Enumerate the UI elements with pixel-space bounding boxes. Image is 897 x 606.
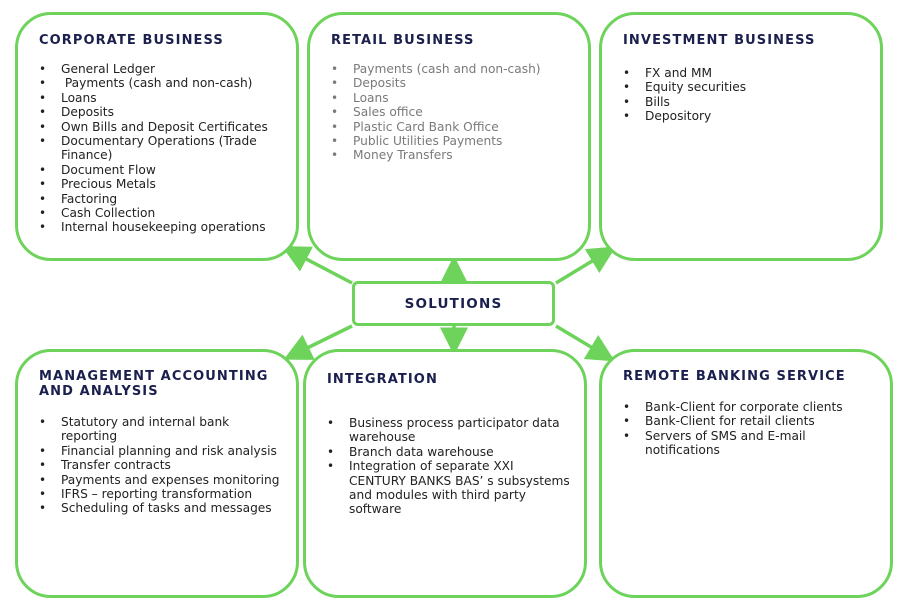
investment-business-box: INVESTMENT BUSINESS FX and MM Equity sec… (599, 12, 883, 261)
corporate-business-title: CORPORATE BUSINESS (39, 33, 224, 48)
list-item: Money Transfers (331, 148, 581, 163)
list-item: Bank-Client for retail clients (623, 414, 883, 429)
list-item: Statutory and internal bank reporting (39, 415, 289, 444)
list-item: Sales office (331, 105, 581, 120)
remote-banking-title: REMOTE BANKING SERVICE (623, 369, 846, 384)
list-item: Factoring (39, 192, 289, 207)
management-accounting-list: Statutory and internal bank reporting Fi… (39, 415, 289, 516)
investment-business-title: INVESTMENT BUSINESS (623, 33, 816, 48)
list-item: Branch data warehouse (327, 445, 572, 460)
list-item: FX and MM (623, 66, 873, 81)
remote-banking-box: REMOTE BANKING SERVICE Bank-Client for c… (599, 349, 893, 598)
list-item: Payments (cash and non-cash) (39, 76, 289, 91)
solutions-box: SOLUTIONS (352, 281, 555, 326)
integration-title: INTEGRATION (327, 372, 438, 387)
list-item: Public Utilities Payments (331, 134, 581, 149)
list-item: Depository (623, 109, 873, 124)
remote-banking-list: Bank-Client for corporate clients Bank-C… (623, 400, 883, 458)
list-item: Cash Collection (39, 206, 289, 221)
list-item: Bank-Client for corporate clients (623, 400, 883, 415)
list-item: IFRS – reporting transformation (39, 487, 289, 502)
list-item: Equity securities (623, 80, 873, 95)
list-item: Bills (623, 95, 873, 110)
investment-business-list: FX and MM Equity securities Bills Deposi… (623, 66, 873, 124)
management-accounting-title: MANAGEMENT ACCOUNTING AND ANALYSIS (39, 369, 269, 399)
list-item: Deposits (331, 76, 581, 91)
list-item: Payments and expenses monitoring (39, 473, 289, 488)
list-item: Documentary Operations (Trade Finance) (39, 134, 289, 163)
retail-business-list: Payments (cash and non-cash) Deposits Lo… (331, 62, 581, 163)
corporate-business-list: General Ledger Payments (cash and non-ca… (39, 62, 289, 235)
list-item: Precious Metals (39, 177, 289, 192)
list-item: Plastic Card Bank Office (331, 120, 581, 135)
list-item: Deposits (39, 105, 289, 120)
list-item: Loans (331, 91, 581, 106)
list-item: Transfer contracts (39, 458, 289, 473)
management-accounting-box: MANAGEMENT ACCOUNTING AND ANALYSIS Statu… (15, 349, 299, 598)
list-item: Own Bills and Deposit Certificates (39, 120, 289, 135)
integration-box: INTEGRATION Business process participato… (303, 349, 587, 598)
list-item: Payments (cash and non-cash) (331, 62, 581, 77)
list-item: Integration of separate XXI CENTURY BANK… (327, 459, 572, 517)
solutions-label: SOLUTIONS (404, 295, 503, 312)
retail-business-box: RETAIL BUSINESS Payments (cash and non-c… (307, 12, 591, 261)
retail-business-title: RETAIL BUSINESS (331, 33, 475, 48)
corporate-business-box: CORPORATE BUSINESS General Ledger Paymen… (15, 12, 299, 261)
list-item: Scheduling of tasks and messages (39, 501, 289, 516)
list-item: General Ledger (39, 62, 289, 77)
list-item: Document Flow (39, 163, 289, 178)
list-item: Servers of SMS and E-mail notifications (623, 429, 883, 458)
list-item: Business process participator data wareh… (327, 416, 572, 445)
list-item: Loans (39, 91, 289, 106)
list-item: Internal housekeeping operations (39, 220, 289, 235)
integration-list: Business process participator data wareh… (327, 416, 572, 517)
list-item: Financial planning and risk analysis (39, 444, 289, 459)
